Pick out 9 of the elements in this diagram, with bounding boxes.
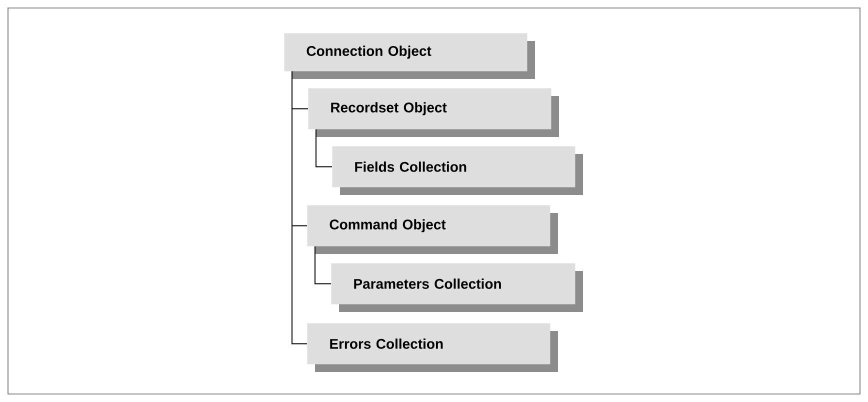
object-box: Errors Collection — [307, 323, 558, 372]
tree-connector — [292, 70, 308, 344]
object-box: Command Object — [307, 205, 558, 254]
object-box: Recordset Object — [308, 88, 559, 137]
tree-connector — [316, 128, 332, 168]
object-box: Connection Object — [284, 33, 535, 79]
tree-connector — [314, 246, 332, 284]
object-box: Fields Collection — [332, 146, 583, 195]
object-box: Parameters Collection — [331, 263, 583, 312]
